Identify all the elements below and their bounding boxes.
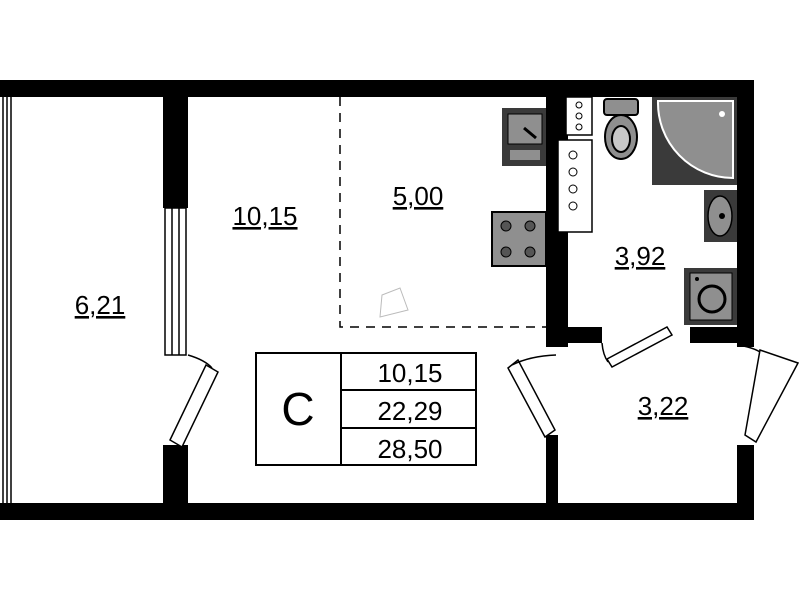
- kitchen-zone-outline: [339, 97, 548, 328]
- living-area-value: 10,15: [377, 358, 442, 388]
- total-with-balcony-value: 28,50: [377, 434, 442, 464]
- washbasin-icon: [704, 190, 737, 242]
- area-summary-table: С 10,15 22,29 28,50: [255, 352, 477, 466]
- total-area-value: 22,29: [377, 396, 442, 426]
- bathroom-door: [601, 326, 674, 368]
- living-room-area-label: 10,15: [232, 201, 297, 231]
- entrance-doors: [507, 344, 799, 444]
- fridge-outline-icon: [379, 287, 409, 318]
- apartment-type-label: С: [281, 383, 314, 435]
- window: [164, 207, 187, 356]
- toilet-icon: [603, 98, 639, 160]
- balcony-door: [169, 354, 219, 449]
- kitchen-area-label: 5,00: [393, 181, 444, 211]
- stove-icon: [491, 211, 547, 267]
- hallway-area-label: 3,22: [638, 391, 689, 421]
- shower-icon: [652, 97, 737, 185]
- walls: [0, 80, 754, 520]
- washing-machine-icon: [684, 268, 737, 325]
- ventilation-shaft: [557, 96, 593, 233]
- kitchen-sink-icon: [502, 108, 546, 166]
- bathroom-area-label: 3,92: [615, 241, 666, 271]
- balcony-area-label: 6,21: [75, 290, 126, 320]
- balcony-glazing: [2, 97, 12, 503]
